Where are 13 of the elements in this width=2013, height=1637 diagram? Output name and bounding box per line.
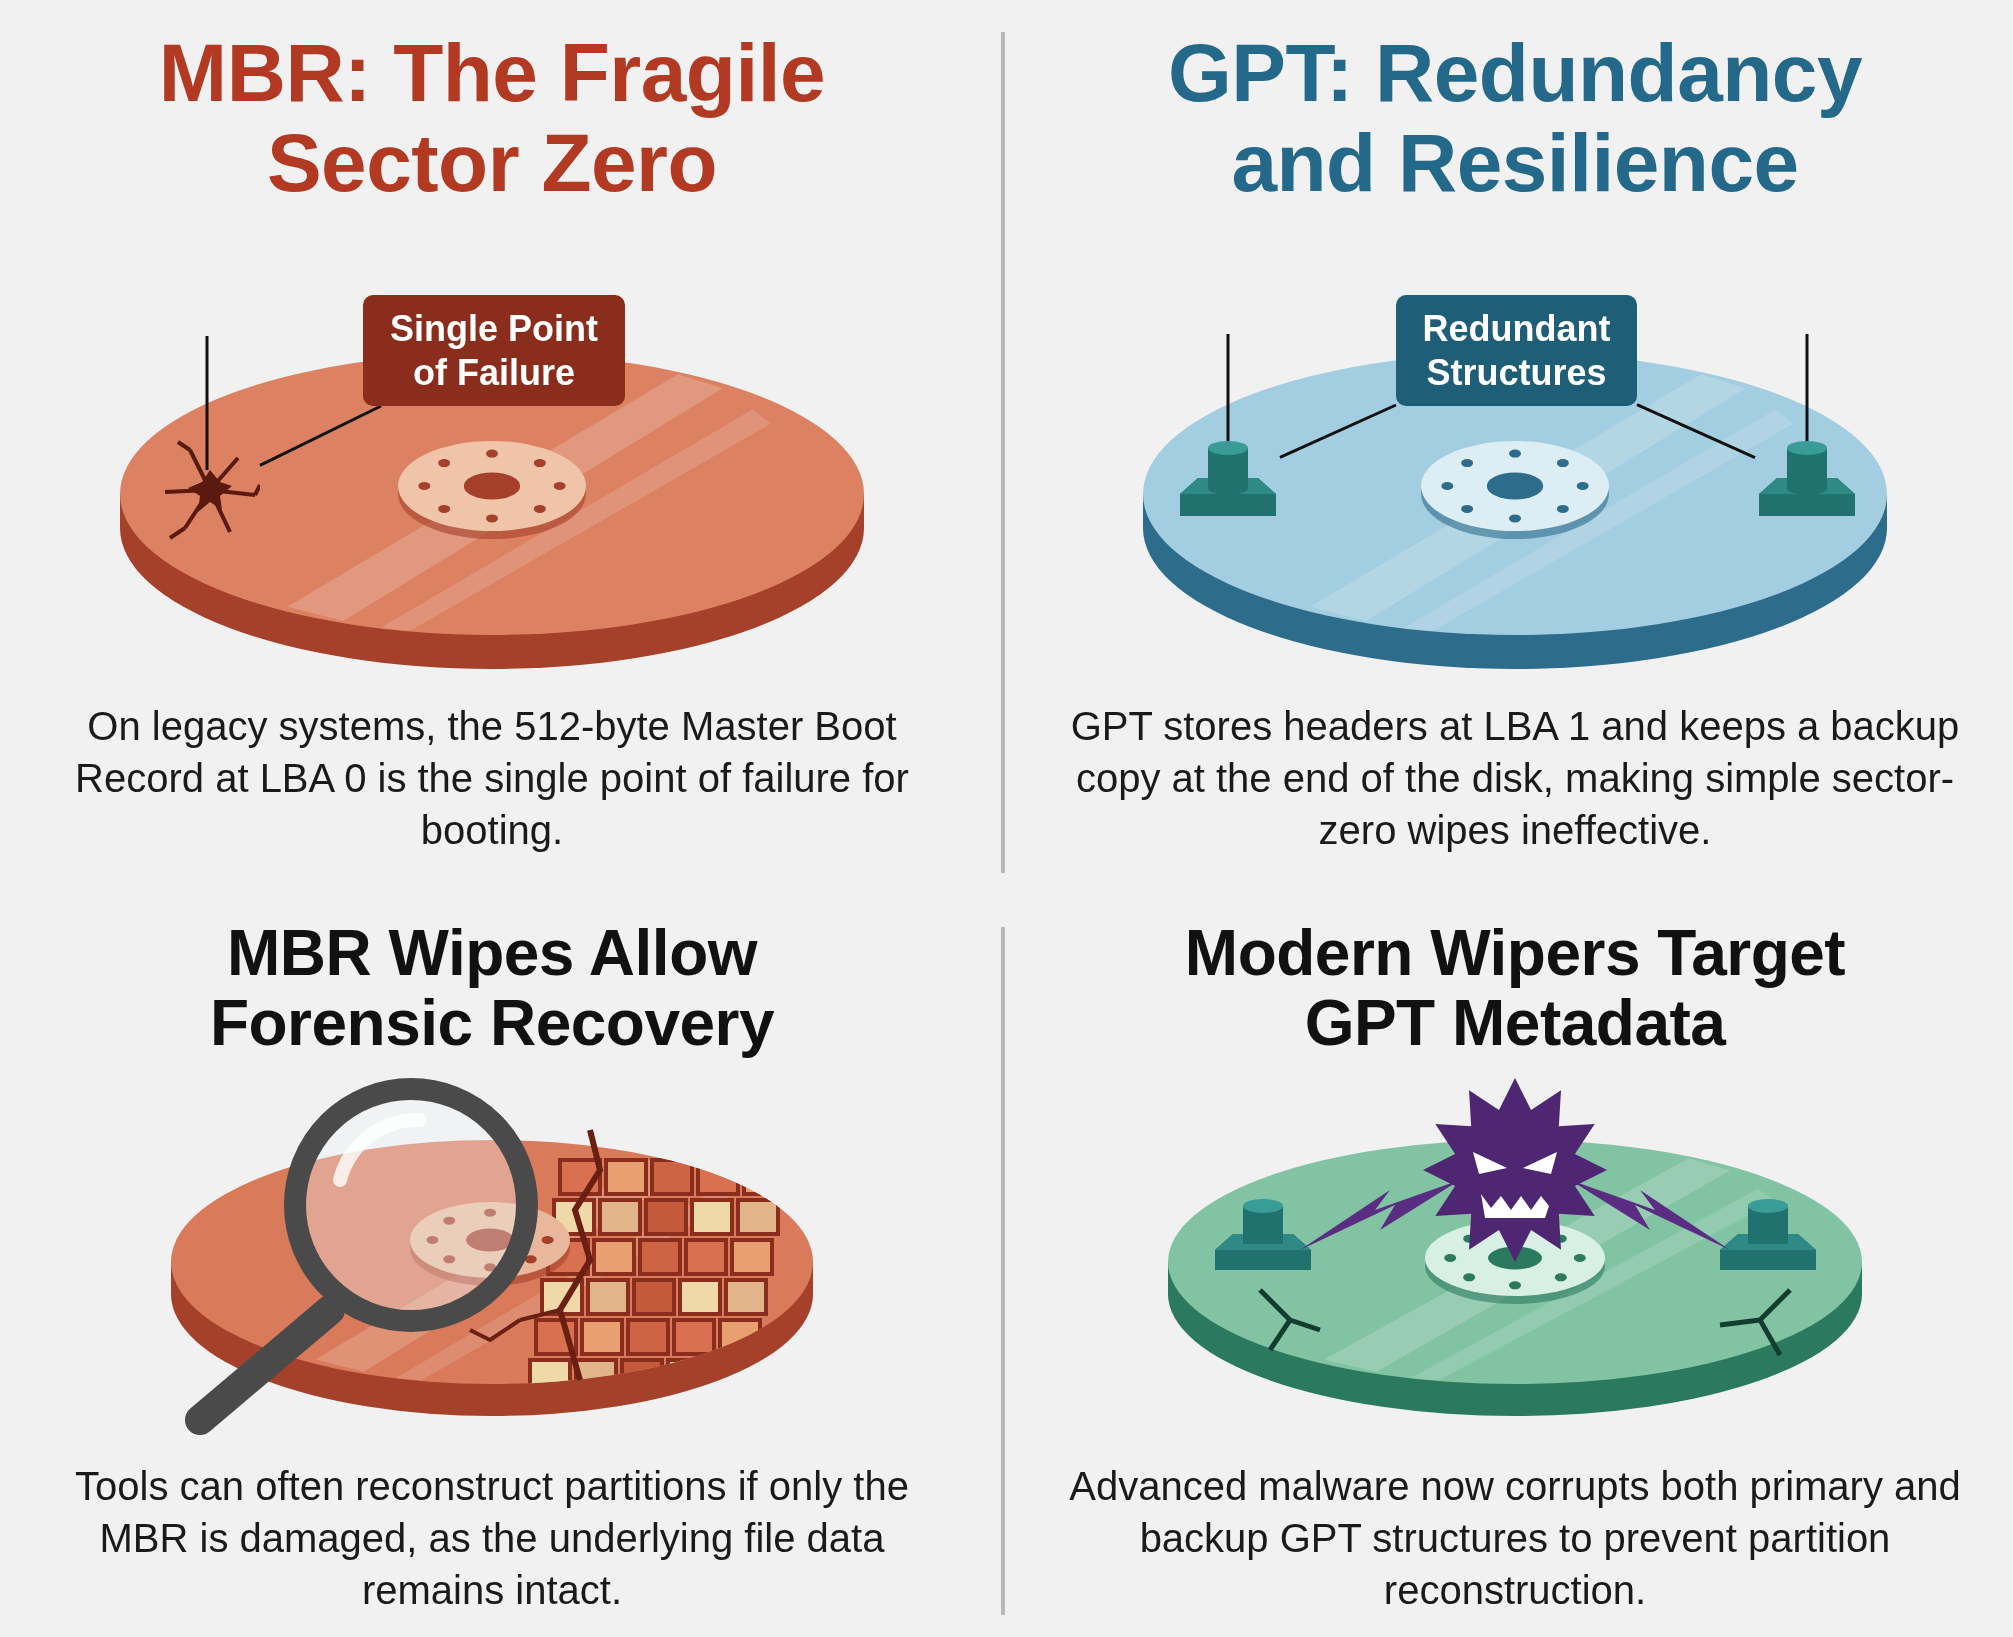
description-text: On legacy systems, the 512-byte Master Boot Record at LBA 0 is the single point of failure for booting. [74,703,910,854]
section-heading: MBR: The Fragile Sector Zero [157,28,827,209]
callout-label: Single Point of Failure [363,295,625,406]
leader-line [1636,403,1756,459]
section-heading: MBR Wipes Allow Forensic Recovery [208,918,776,1059]
section-heading: Modern Wipers Target GPT Metadata [1183,918,1847,1059]
section-heading: GPT: Redundancy and Resilience [1166,28,1864,209]
description-text: GPT stores headers at LBA 1 and keeps a backup copy at the end of the disk, making simple sector-zero wipes ineffective. [1069,703,1961,854]
description-text: Tools can often reconstruct partitions if only the MBR is damaged, as the underlying file data remains intact. [74,1463,910,1614]
leader-line [1279,403,1397,459]
callout-label: Redundant Structures [1396,295,1637,406]
description-text: Advanced malware now corrupts both primary and backup GPT structures to prevent partition reconstruction. [1068,1463,1962,1614]
leader-line [259,404,382,467]
